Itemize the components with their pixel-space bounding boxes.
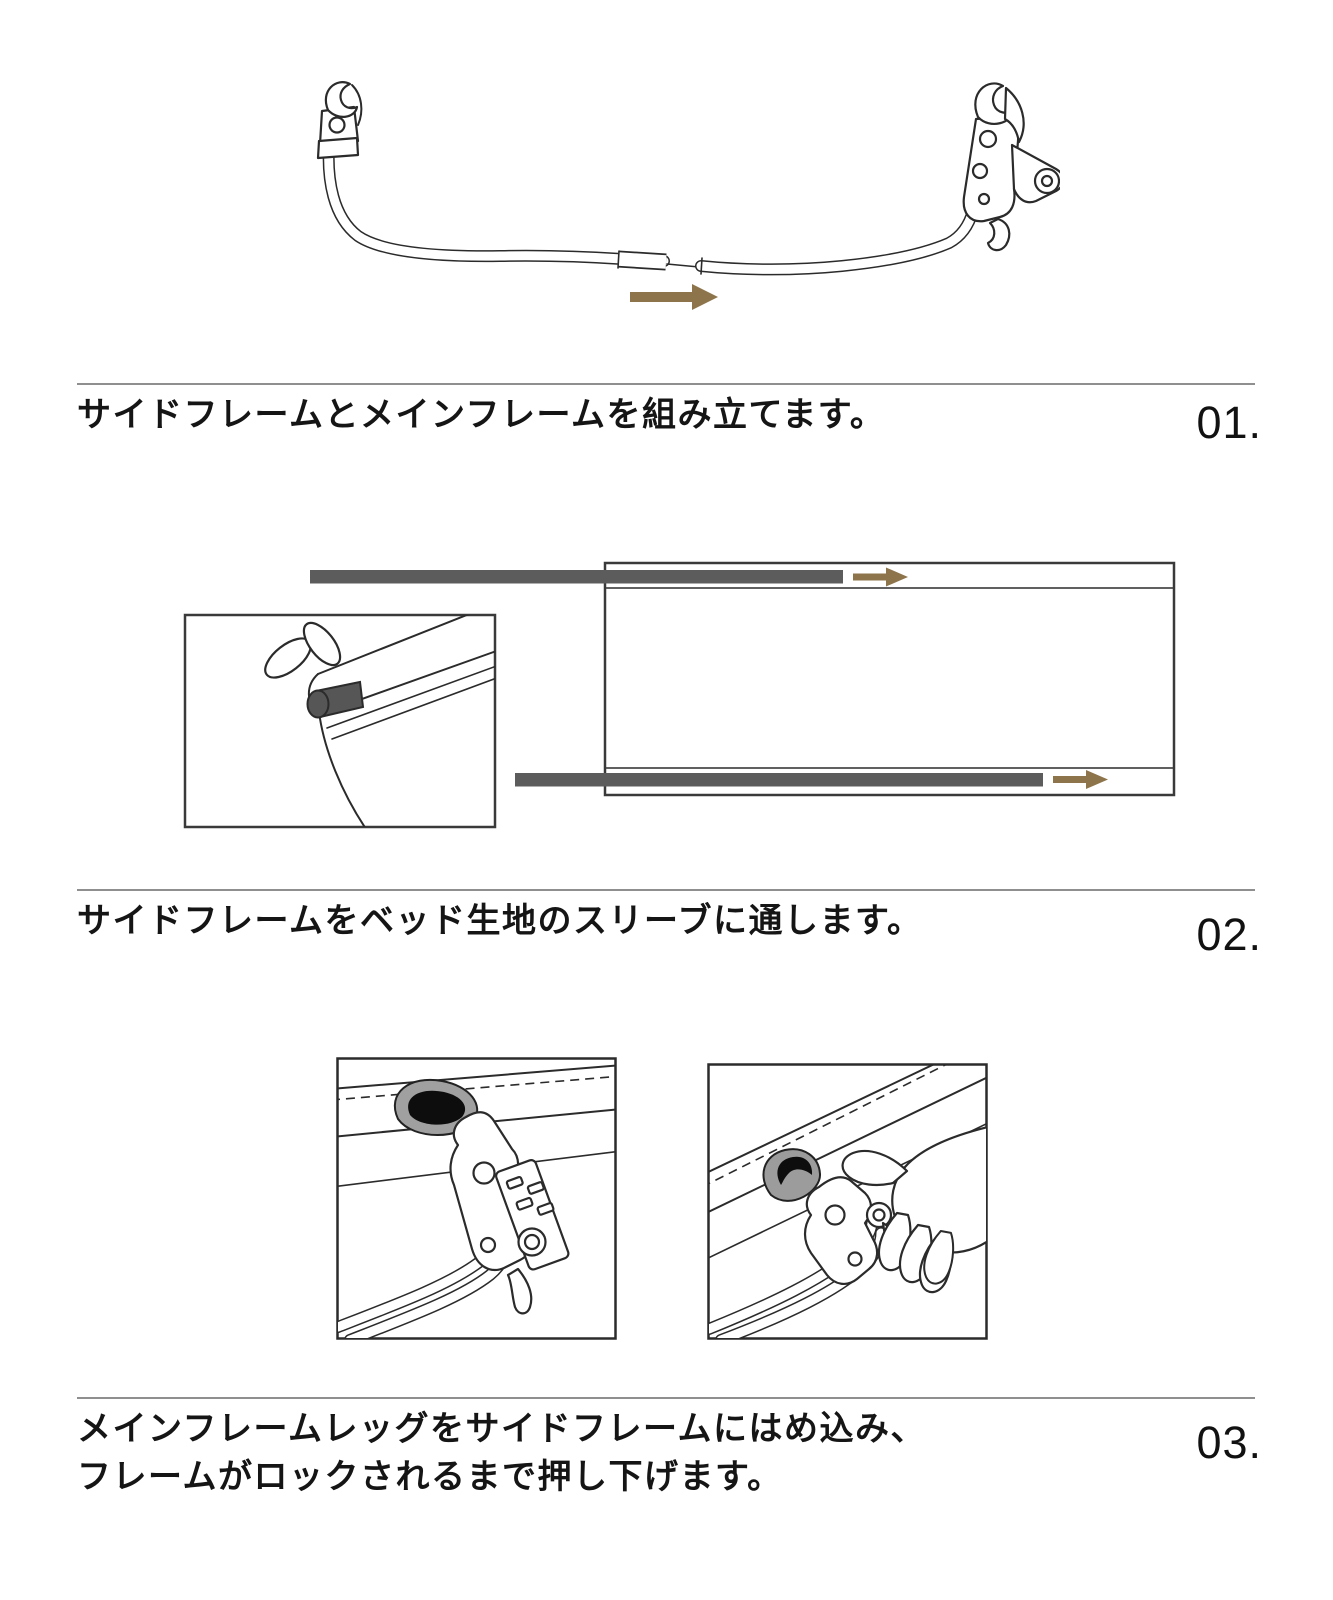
latch-lock-right [962,82,1060,252]
hook-clamp-left [316,81,363,160]
figure-step-2-sleeve [170,545,1190,840]
step-1-number: 01. [1196,397,1262,448]
hand [841,1126,986,1294]
side-frame-pole-top [310,570,843,584]
latch-detail-illustration [336,1057,617,1340]
side-frame-left-tube [322,139,670,271]
arrow-right-icon [1053,770,1108,789]
step-2-number: 02. [1196,909,1262,960]
finger [923,1229,955,1285]
arrow-right-icon [853,567,908,587]
sleeve-detail [264,615,495,827]
separator-step-2 [77,889,1255,891]
sleeve-insertion-illustration [183,561,1176,829]
joint-pin [666,263,700,268]
separator-step-1 [77,383,1255,385]
step-1-caption-line: サイドフレームとメインフレームを組み立てます。 [77,396,886,434]
figure-step-3-press [707,1063,988,1340]
side-frame-pole-bottom [515,773,1043,787]
webbing-loop [762,1148,822,1202]
thumb [841,1149,909,1187]
step-3-caption-line-2: フレームがロックされるまで押し下げます。 [77,1458,783,1496]
main-frame-illustration [316,81,1060,310]
separator-step-3 [77,1397,1255,1399]
press-down-illustration [707,1063,988,1340]
step-3-caption: メインフレームレッグをサイドフレームにはめ込み、 フレームがロックされるまで押し… [77,1405,926,1501]
arrow-right-icon [630,284,718,310]
step-2-caption: サイドフレームをベッド生地のスリーブに通します。 [77,897,923,945]
webbing-loop [302,621,342,667]
fabric-panel [603,561,1176,797]
step-3-caption-line-1: メインフレームレッグをサイドフレームにはめ込み、 [77,1410,926,1448]
detail-inset-box [183,613,497,829]
step-3-number: 03. [1196,1417,1262,1468]
figure-step-3-latch [336,1057,617,1340]
latch-lock [449,1111,570,1315]
step-2-caption-line: サイドフレームをベッド生地のスリーブに通します。 [77,902,923,940]
figure-step-1-main-frame [300,75,1060,325]
pole-end-cap [306,689,330,719]
side-frame-right-tube [695,181,984,276]
webbing-loop [393,1078,479,1136]
step-1-caption: サイドフレームとメインフレームを組み立てます。 [77,391,885,439]
